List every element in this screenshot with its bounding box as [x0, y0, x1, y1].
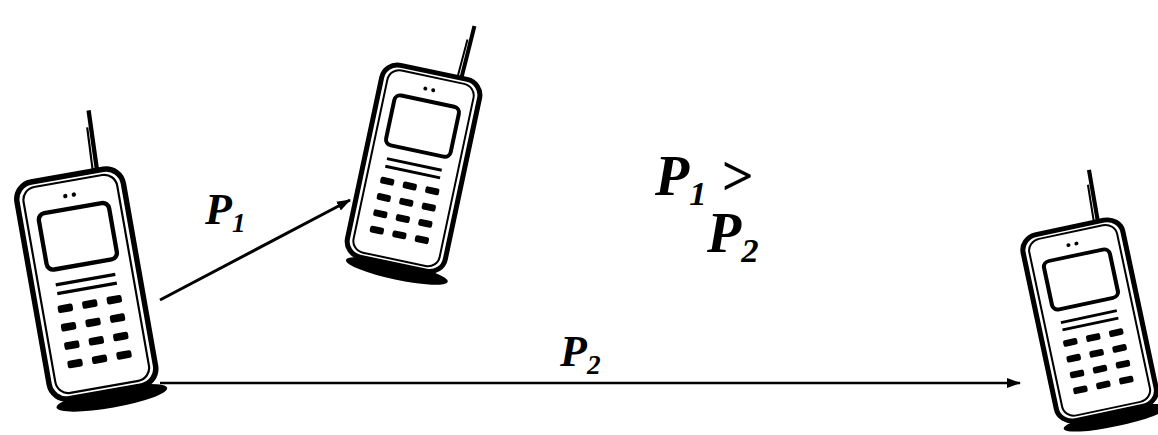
power-label: P2 — [560, 330, 601, 374]
comparison-label: P1 > — [655, 148, 753, 204]
comparison-label: P2 — [707, 205, 759, 261]
power-label: P1 — [205, 188, 246, 232]
